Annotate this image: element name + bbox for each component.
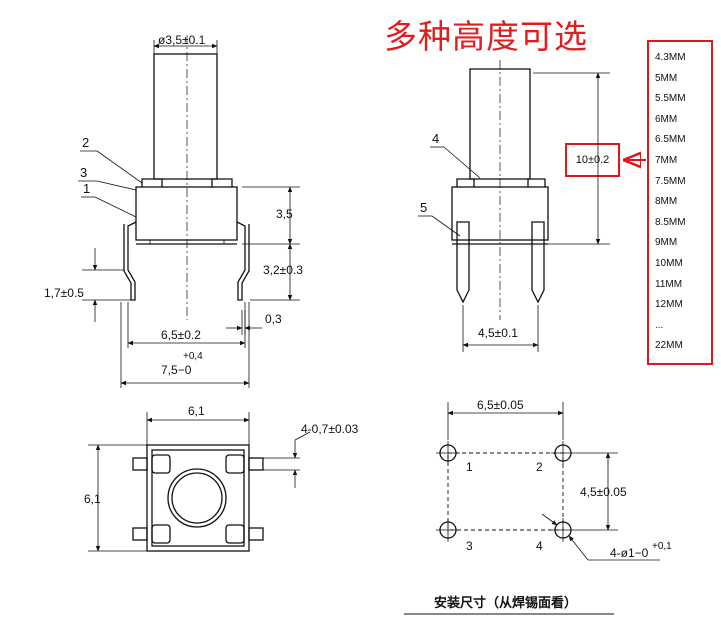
tolerance-label: +0,4	[183, 351, 203, 362]
x-pitch-label: 6,5±0.05	[477, 398, 524, 412]
pitch-label: 6,5±0.2	[161, 328, 201, 342]
pad-3-label: 3	[466, 539, 473, 553]
top-view: 6,1 6,1 4-0,7±0.03	[84, 404, 359, 552]
hole-spec-label: 4-0,7±0.03	[301, 422, 359, 436]
highlight-dimension: 10±0.2	[565, 143, 620, 177]
headline: 多种高度可选	[384, 17, 588, 56]
lead-tip-label: 1,7±0.5	[44, 286, 84, 300]
height-options-box: 4.3MM 5MM 5.5MM 6MM 6.5MM 7MM 7.5MM 8MM …	[647, 40, 713, 365]
pad-1-label: 1	[466, 460, 473, 474]
overall-width-label: 7,5−0	[161, 363, 192, 377]
front-view: ø3,5±0.1 3,5 3,2±0.3 1,7±0.5 6,5±0.2 +0,…	[44, 33, 303, 388]
callout-1: 1	[83, 181, 90, 196]
side-pitch-label: 4,5±0.1	[478, 326, 518, 340]
callout-3: 3	[80, 165, 87, 180]
hole-diameter-label: 4-ø1−0	[610, 546, 649, 560]
callout-2: 2	[82, 135, 89, 150]
height-option: 8MM	[655, 196, 678, 208]
height-option: 5MM	[655, 72, 678, 84]
height-option: 7.5MM	[655, 175, 686, 187]
height-option: 10MM	[655, 257, 683, 269]
callout-5: 5	[420, 200, 427, 215]
height-option: 6.5MM	[655, 134, 686, 146]
stem-diameter-label: ø3,5±0.1	[158, 33, 206, 47]
height-option: 7MM	[655, 154, 678, 166]
pad-4-label: 4	[536, 539, 543, 553]
pad-2-label: 2	[536, 460, 543, 474]
height-option: 6MM	[655, 113, 678, 125]
height-option: 8.5MM	[655, 216, 686, 228]
height-option: 22MM	[655, 340, 683, 352]
hole-tolerance-label: +0,1	[652, 541, 672, 552]
top-width-label: 6,1	[188, 404, 205, 418]
height-option: ...	[655, 319, 664, 331]
top-height-label: 6,1	[84, 492, 101, 506]
body-height-label: 3,5	[276, 207, 293, 221]
height-option: 12MM	[655, 299, 683, 311]
y-pitch-label: 4,5±0.05	[580, 485, 627, 499]
height-option: 11MM	[655, 278, 683, 290]
height-option: 9MM	[655, 237, 678, 249]
footer-label: 安装尺寸（从焊锡面看）	[434, 596, 578, 611]
side-view: 4,5±0.1 4 5	[418, 60, 646, 352]
lead-height-label: 3,2±0.3	[263, 263, 303, 277]
footprint-view: 1 2 3 4 6,5±0.05 4,5±0.05 +0,1 4-ø1−0	[436, 398, 672, 561]
height-option: 4.3MM	[655, 52, 686, 63]
height-option: 5.5MM	[655, 93, 686, 105]
pin-width-label: 0,3	[265, 312, 282, 326]
callout-4: 4	[432, 131, 439, 146]
